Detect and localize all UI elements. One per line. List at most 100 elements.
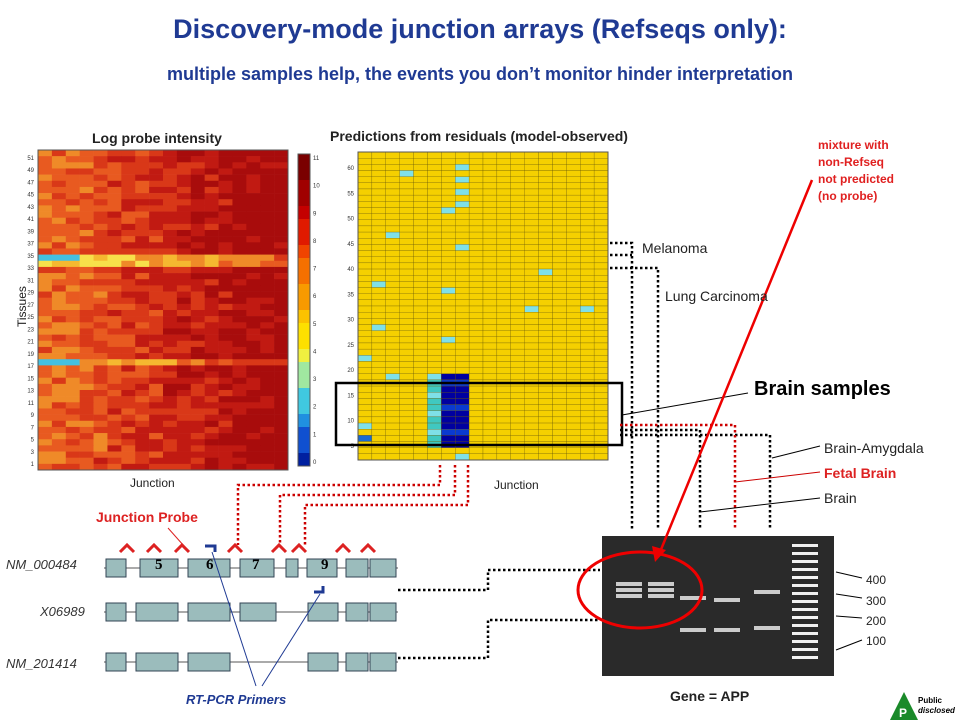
right-heat-cell (510, 287, 525, 294)
note-line-1: mixture with (818, 138, 889, 152)
right-heat-cell (580, 416, 595, 424)
right-heat-cell (441, 275, 456, 282)
left-heat-cell (79, 402, 94, 409)
right-heat-cell (385, 231, 400, 239)
left-heat-cell (218, 414, 233, 422)
right-heat-cell (427, 429, 442, 436)
right-heat-cell (399, 318, 414, 325)
left-heat-cell (176, 310, 192, 317)
right-heat-cell (357, 299, 373, 307)
right-heat-cell (385, 158, 400, 165)
left-heat-cell (232, 377, 247, 385)
right-heat-cell (371, 342, 386, 350)
left-heat-cell (246, 279, 261, 286)
left-heat-cell (121, 396, 136, 403)
left-heat-cell (93, 285, 108, 292)
left-heat-cell (204, 291, 219, 298)
gene-label: Gene = APP (670, 688, 750, 704)
left-heat-cell (93, 279, 108, 286)
left-heat-cell (246, 150, 261, 157)
right-heat-cell (593, 194, 609, 202)
right-heat-cell (399, 367, 414, 374)
left-heat-cell (260, 371, 275, 378)
left-heat-cell (65, 230, 80, 237)
right-heat-cell (496, 410, 511, 418)
left-heat-cell (79, 254, 94, 262)
right-heat-cell (593, 219, 609, 227)
right-heat-cell (566, 250, 581, 257)
right-heat-cell (510, 330, 525, 337)
left-heat-cell (204, 408, 219, 415)
left-heat-cell (38, 279, 53, 286)
ladder-band (792, 560, 818, 563)
right-heat-cell (385, 201, 400, 208)
right-heat-cell (413, 238, 428, 245)
right-heat-cell (385, 429, 400, 436)
right-heat-cell (413, 207, 428, 214)
right-heat-cell (427, 151, 442, 159)
right-heat-cell (413, 256, 428, 264)
right-heat-cell (538, 293, 553, 300)
left-heat-cell (218, 273, 233, 280)
left-heat-cell (274, 217, 289, 225)
exon-box (345, 558, 369, 578)
right-heat-cell (552, 312, 567, 319)
right-heat-cell (538, 238, 553, 245)
left-heat-cell (79, 180, 94, 188)
left-heat-cell (232, 328, 247, 335)
right-heat-cell (524, 404, 539, 411)
right-heat-cell (468, 342, 484, 350)
right-heat-cell (552, 293, 567, 300)
right-heat-cell (593, 447, 609, 454)
left-heat-cell (79, 260, 94, 268)
left-heat-cell (135, 359, 150, 366)
right-heat-cell (580, 293, 595, 300)
right-heat-cell (455, 342, 470, 350)
right-heat-cell (399, 373, 414, 381)
right-heat-cell (427, 238, 442, 245)
right-heat-cell (566, 225, 581, 233)
left-heat-cell (121, 346, 136, 354)
left-heat-cell (51, 266, 67, 274)
left-heat-cell (79, 285, 94, 292)
right-heat-cell (566, 231, 581, 239)
left-heat-cell (274, 273, 289, 280)
right-heat-cell (385, 207, 400, 214)
right-heat-cell (427, 305, 442, 313)
right-heat-cell (566, 336, 581, 344)
left-heat-cell (79, 279, 94, 286)
right-heat-cell (552, 250, 567, 257)
right-heat-cell (441, 164, 456, 171)
left-heat-cell (149, 174, 164, 182)
right-heat-cell (357, 158, 373, 165)
left-heat-cell (232, 426, 247, 434)
left-heat-cell (38, 150, 53, 157)
left-heat-cell (79, 291, 94, 298)
right-heat-cell (427, 422, 442, 430)
left-heat-cell (204, 377, 219, 385)
left-heat-cell (107, 279, 122, 286)
right-heat-cell (566, 422, 581, 430)
right-heat-cell (593, 268, 609, 276)
right-heat-cell (482, 201, 498, 208)
right-heat-cell (510, 151, 525, 159)
left-heat-cell (218, 297, 233, 305)
right-heat-cell (593, 367, 609, 374)
left-heat-cell (65, 236, 80, 243)
right-heat-cell (510, 385, 525, 393)
left-heat-cell (38, 316, 53, 323)
right-heat-cell (538, 164, 553, 171)
left-heat-cell (246, 248, 261, 255)
right-heat-cell (566, 164, 581, 171)
left-heat-cell (79, 334, 94, 342)
right-heat-cell (524, 447, 539, 454)
right-heat-cell (496, 355, 511, 362)
left-heat-cell (135, 340, 150, 348)
gel-band (616, 582, 642, 586)
right-heat-cell (357, 404, 373, 411)
left-heat-cell (274, 297, 289, 305)
right-heat-cell (552, 287, 567, 294)
right-heat-cell (441, 293, 456, 300)
right-heat-cell (566, 275, 581, 282)
